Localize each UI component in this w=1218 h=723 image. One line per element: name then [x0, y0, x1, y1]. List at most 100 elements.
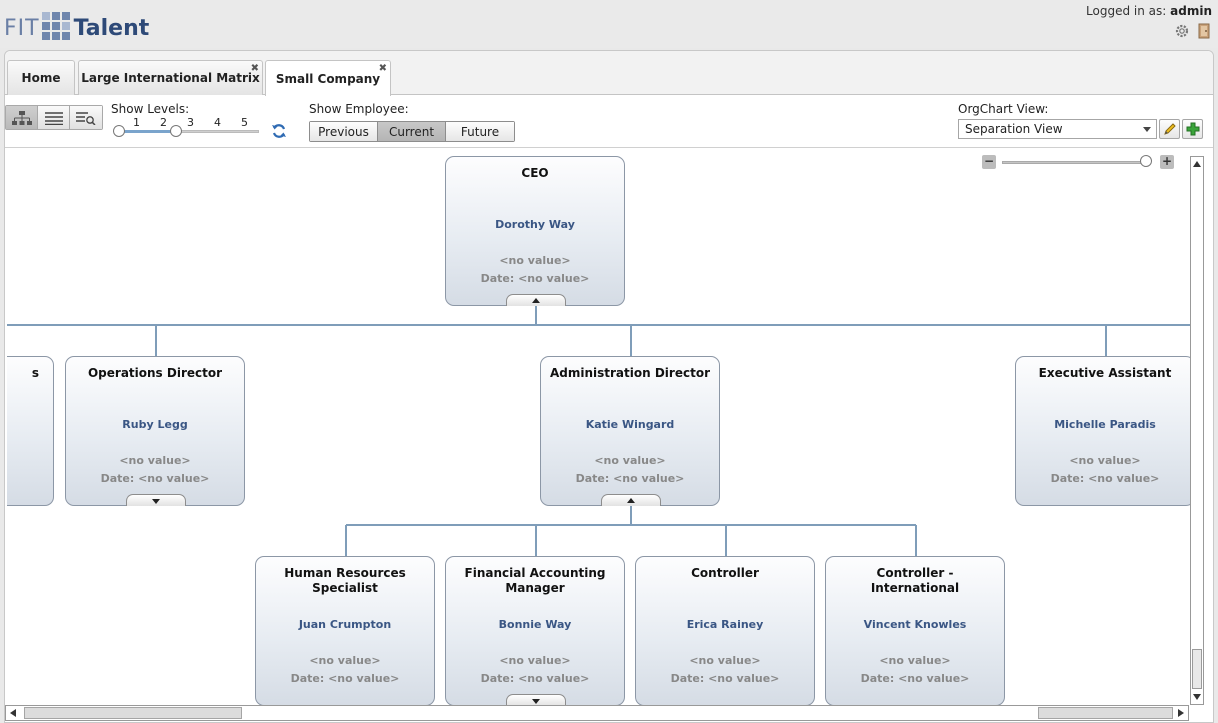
tab-small-company[interactable]: Small Company ✖ [265, 60, 391, 96]
org-node-ceo[interactable]: CEO Dorothy Way <no value> Date: <no val… [445, 156, 625, 306]
node-date: Date: <no value> [480, 272, 590, 285]
node-person-link[interactable]: Vincent Knowles [863, 618, 967, 631]
node-title: Financial Accounting Manager [464, 566, 606, 595]
org-tree-view-button[interactable] [6, 106, 38, 129]
zoom-out-button[interactable]: − [982, 154, 996, 169]
tab-large-international-matrix[interactable]: Large International Matrix ✖ [78, 60, 263, 95]
org-chart-canvas[interactable]: s CEO Dorothy Way <no value> Date: <no v… [7, 149, 1190, 705]
connector-lines [7, 305, 1190, 556]
org-node-controller[interactable]: Controller Erica Rainey <no value> Date:… [635, 556, 815, 705]
node-person-link[interactable]: Ruby Legg [122, 418, 188, 431]
node-date: Date: <no value> [100, 472, 210, 485]
scroll-right-arrow-icon[interactable] [1174, 706, 1188, 720]
node-title: Executive Assistant [1038, 366, 1172, 380]
org-node-hr-specialist[interactable]: Human Resources Specialist Juan Crumpton… [255, 556, 435, 705]
main-panel: Home Large International Matrix ✖ Small … [4, 50, 1214, 723]
scroll-left-arrow-icon[interactable] [6, 706, 20, 720]
node-value: <no value> [879, 654, 951, 667]
edit-view-button[interactable] [1159, 119, 1180, 139]
node-date: Date: <no value> [575, 472, 685, 485]
plus-icon [1186, 122, 1199, 136]
horizontal-scrollbar[interactable] [5, 705, 1189, 721]
node-person-link[interactable]: Michelle Paradis [1054, 418, 1156, 431]
level-tick: 3 [187, 116, 194, 129]
org-node-executive-assistant[interactable]: Executive Assistant Michelle Paradis <no… [1015, 356, 1190, 506]
details-view-button[interactable] [70, 106, 102, 129]
org-node-controller-international[interactable]: Controller - International Vincent Knowl… [825, 556, 1005, 705]
tab-home[interactable]: Home [7, 60, 75, 95]
node-value: <no value> [119, 454, 191, 467]
node-title: CEO [521, 166, 549, 180]
node-value: <no value> [689, 654, 761, 667]
show-employee-label: Show Employee: [309, 102, 409, 116]
zoom-in-button[interactable]: + [1160, 154, 1174, 169]
tab-label: Small Company [275, 71, 381, 86]
username: admin [1170, 4, 1212, 18]
collapse-toggle-up-icon[interactable] [506, 294, 566, 306]
collapse-toggle-up-icon[interactable] [601, 494, 661, 506]
level-tick: 1 [133, 116, 140, 129]
org-node-operations-director[interactable]: Operations Director Ruby Legg <no value>… [65, 356, 245, 506]
node-person-link[interactable]: Juan Crumpton [298, 618, 392, 631]
logged-in-info: Logged in as: admin [1086, 4, 1212, 18]
node-title: Administration Director [549, 366, 710, 380]
node-title: Human Resources Specialist [284, 566, 406, 595]
node-date: Date: <no value> [480, 672, 590, 685]
node-person-link[interactable]: Bonnie Way [498, 618, 572, 631]
node-value: <no value> [499, 654, 571, 667]
logo-grid-icon [41, 12, 72, 42]
logout-door-icon[interactable] [1196, 23, 1212, 39]
scroll-down-arrow-icon[interactable] [1191, 690, 1203, 704]
org-node-financial-accounting-manager[interactable]: Financial Accounting Manager Bonnie Way … [445, 556, 625, 705]
level-tick: 2 [160, 116, 167, 129]
employee-current-button[interactable]: Current [378, 122, 446, 141]
level-tick: 5 [241, 116, 248, 129]
scroll-up-arrow-icon[interactable] [1191, 157, 1203, 171]
org-node-partial[interactable]: s [7, 356, 54, 506]
orgchart-view-value: Separation View [965, 122, 1063, 136]
slider-fill [120, 130, 178, 133]
node-date: Date: <no value> [290, 672, 400, 685]
horizontal-scroll-thumb-right[interactable] [1038, 707, 1173, 719]
close-icon[interactable]: ✖ [250, 63, 259, 74]
node-person-link[interactable]: Dorothy Way [495, 218, 575, 231]
zoom-slider-handle[interactable] [1140, 155, 1152, 167]
list-view-button[interactable] [38, 106, 70, 129]
fit-talent-logo: FIT Talent [4, 10, 149, 44]
list-icon [44, 111, 63, 125]
node-title: Controller [691, 566, 759, 580]
add-view-button[interactable] [1182, 119, 1203, 139]
list-search-icon [76, 111, 96, 125]
show-levels-label: Show Levels: [111, 102, 190, 116]
view-mode-buttons [5, 105, 103, 130]
orgchart-view-select[interactable]: Separation View [958, 119, 1157, 139]
logo-talent-text: Talent [73, 16, 150, 41]
expand-toggle-down-icon[interactable] [126, 494, 186, 506]
employee-previous-button[interactable]: Previous [310, 122, 378, 141]
node-title: s [31, 366, 39, 380]
vertical-scrollbar[interactable] [1190, 156, 1204, 705]
slider-max-handle[interactable] [170, 125, 182, 137]
node-person-link[interactable]: Katie Wingard [585, 418, 675, 431]
node-value: <no value> [594, 454, 666, 467]
slider-min-handle[interactable] [113, 125, 125, 137]
expand-toggle-down-icon[interactable] [506, 694, 566, 705]
zoom-slider-track[interactable] [1002, 161, 1148, 164]
app-header: FIT Talent Logged in as: admin [0, 0, 1218, 48]
close-icon[interactable]: ✖ [378, 63, 387, 74]
logo-fit-text: FIT [4, 16, 40, 41]
horizontal-scroll-thumb[interactable] [24, 707, 242, 719]
node-person-link[interactable]: Erica Rainey [686, 618, 764, 631]
org-tree-icon [11, 110, 32, 125]
org-node-administration-director[interactable]: Administration Director Katie Wingard <n… [540, 356, 720, 506]
node-date: Date: <no value> [1050, 472, 1160, 485]
node-date: Date: <no value> [860, 672, 970, 685]
show-levels-slider[interactable]: 1 2 3 4 5 [113, 114, 269, 137]
node-value: <no value> [1069, 454, 1141, 467]
chevron-down-icon [1143, 127, 1151, 132]
settings-gear-icon[interactable] [1174, 23, 1190, 39]
tab-label: Home [21, 71, 61, 85]
refresh-icon[interactable] [271, 123, 287, 139]
vertical-scroll-thumb[interactable] [1192, 649, 1202, 689]
employee-future-button[interactable]: Future [446, 122, 514, 141]
